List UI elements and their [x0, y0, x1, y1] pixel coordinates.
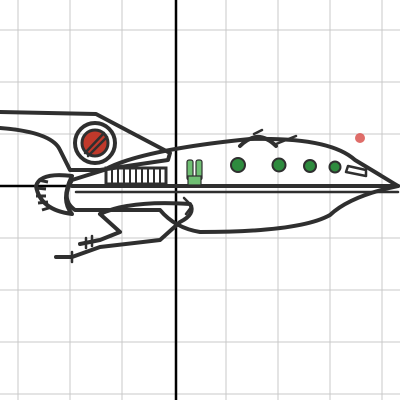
red-dot[interactable] — [355, 133, 365, 143]
turret-gun — [274, 134, 298, 146]
porthole-3 — [303, 159, 317, 173]
porthole-1 — [230, 157, 246, 173]
nose-window — [344, 164, 368, 178]
porthole-2 — [271, 157, 287, 173]
exhaust-ridges — [35, 178, 53, 212]
porthole-4 — [328, 160, 342, 174]
upper-fin — [0, 110, 172, 172]
lower-fin-inner — [78, 212, 122, 246]
engine-ring — [73, 121, 117, 165]
vent-slats — [111, 168, 161, 184]
engine-strut-2 — [86, 135, 109, 158]
rocket-ship-drawing — [0, 110, 400, 264]
exhaust-bell — [34, 173, 74, 216]
engine-strut — [83, 131, 106, 155]
green-flame — [186, 159, 203, 186]
turret-barrel — [252, 128, 264, 136]
turret-dome — [238, 135, 278, 148]
fin-bolt — [182, 196, 194, 216]
